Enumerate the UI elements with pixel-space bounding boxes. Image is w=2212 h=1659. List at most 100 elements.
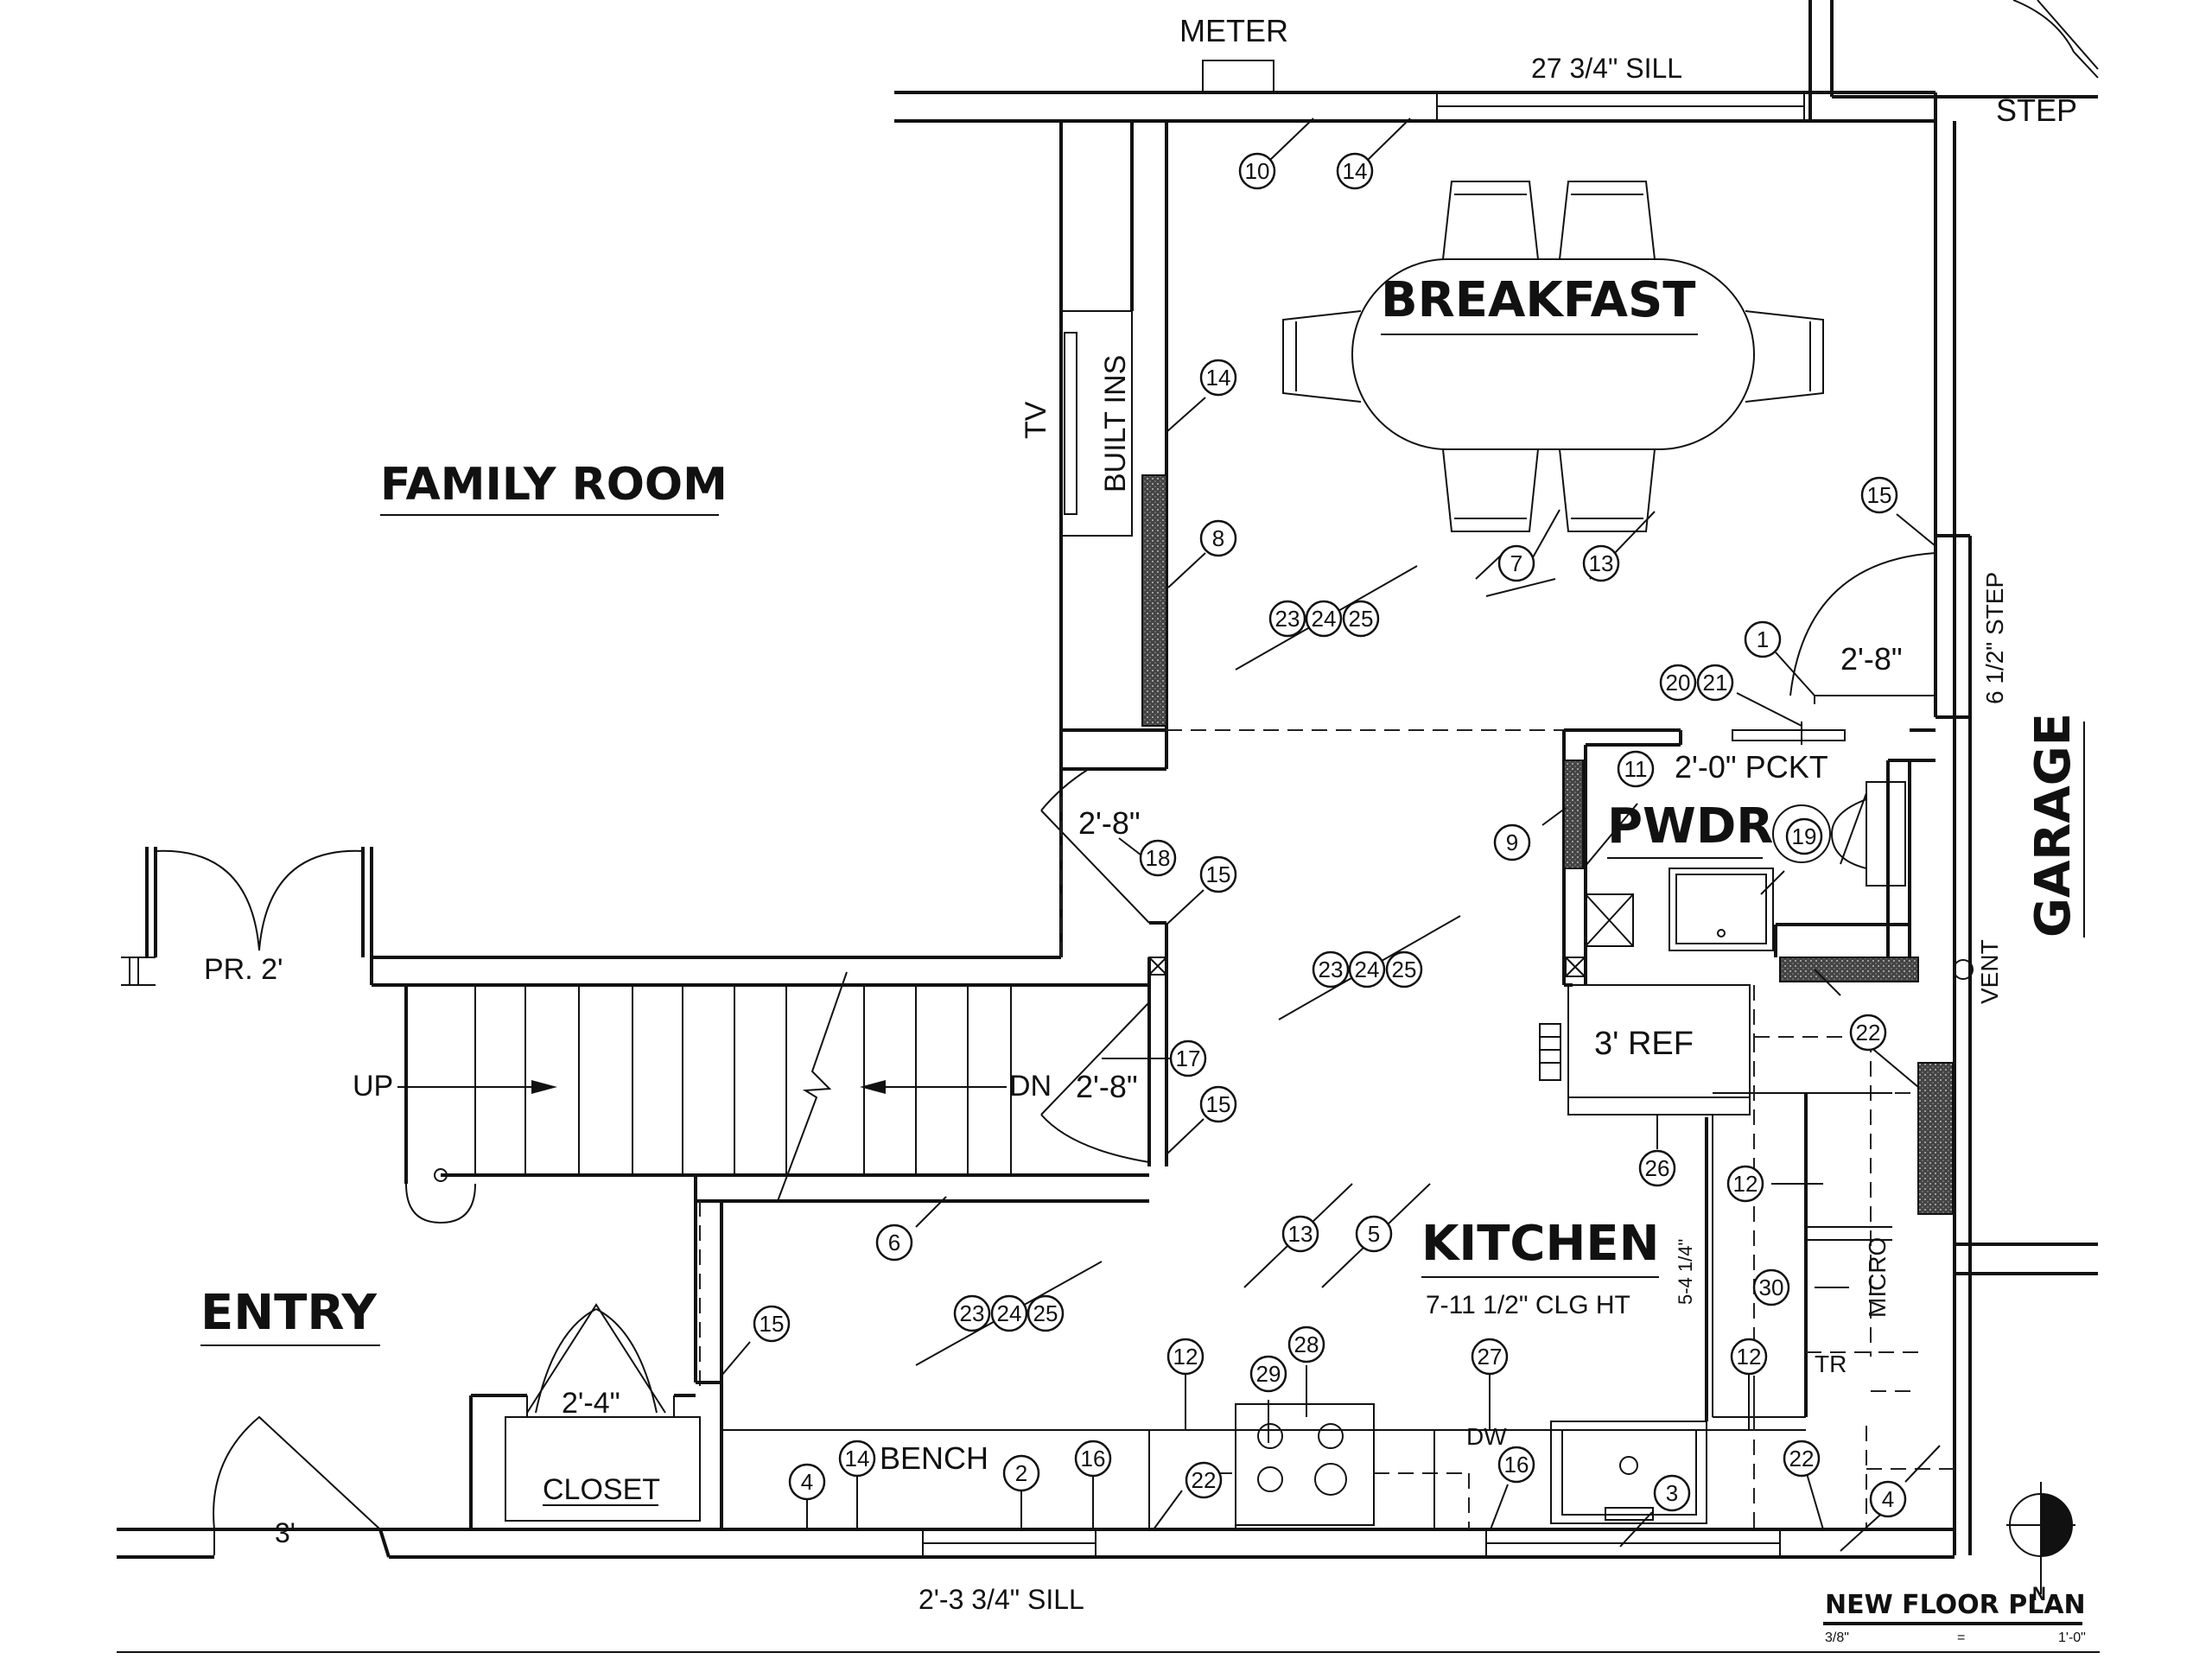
tag: 24 bbox=[1305, 600, 1343, 638]
tag: 7 bbox=[1497, 544, 1535, 582]
dn-label: DN bbox=[1009, 1070, 1052, 1103]
refrigerator bbox=[1567, 984, 1751, 1116]
svg-text:6: 6 bbox=[888, 1230, 900, 1255]
svg-text:25: 25 bbox=[1392, 957, 1417, 982]
tag: 25 bbox=[1342, 600, 1380, 638]
step-side-label: 6 1/2" STEP bbox=[1981, 572, 2008, 704]
vanity-sink bbox=[1669, 868, 1774, 951]
svg-text:1: 1 bbox=[1757, 626, 1769, 652]
svg-text:10: 10 bbox=[1245, 158, 1270, 184]
tag: 23 bbox=[953, 1294, 991, 1332]
svg-text:23: 23 bbox=[960, 1300, 985, 1326]
entry-door-label: 3' bbox=[275, 1517, 296, 1548]
french-door-label: PR. 2' bbox=[204, 953, 283, 986]
tag: 5 bbox=[1355, 1215, 1393, 1253]
kitchen-dim-label: 5-4 1/4" bbox=[1675, 1239, 1696, 1305]
tag: 12 bbox=[1730, 1338, 1768, 1376]
micro-label: MICRO bbox=[1864, 1237, 1891, 1318]
tag: 23 bbox=[1312, 950, 1350, 988]
sink bbox=[1550, 1421, 1707, 1524]
garage-label: GARAGE bbox=[2025, 713, 2082, 938]
toilet-tank bbox=[1866, 781, 1906, 887]
tag: 11 bbox=[1617, 750, 1655, 788]
tag: 14 bbox=[1199, 359, 1237, 397]
svg-text:22: 22 bbox=[1856, 1020, 1881, 1046]
garage-door-label: 2'-8" bbox=[1840, 641, 1903, 677]
svg-text:14: 14 bbox=[845, 1446, 870, 1471]
tag: 29 bbox=[1249, 1355, 1287, 1393]
tag: 4 bbox=[788, 1463, 826, 1501]
svg-text:4: 4 bbox=[1882, 1486, 1894, 1512]
wall-hatch-breakfast bbox=[1141, 474, 1167, 727]
svg-text:16: 16 bbox=[1081, 1446, 1106, 1471]
family-room-label: FAMILY ROOM bbox=[380, 459, 728, 511]
tag: 14 bbox=[838, 1440, 876, 1478]
tag: 1 bbox=[1744, 620, 1782, 658]
tag: 16 bbox=[1074, 1440, 1112, 1478]
stair-door-top-label: 2'-8" bbox=[1078, 805, 1141, 841]
tag: 14 bbox=[1336, 152, 1374, 190]
breakfast-label: BREAKFAST bbox=[1381, 272, 1696, 328]
tag: 25 bbox=[1385, 950, 1423, 988]
svg-text:24: 24 bbox=[1355, 957, 1380, 982]
tag: 15 bbox=[753, 1305, 791, 1343]
svg-text:14: 14 bbox=[1343, 158, 1368, 184]
tag: 15 bbox=[1199, 855, 1237, 893]
tag: 20 bbox=[1659, 664, 1697, 702]
tag: 30 bbox=[1752, 1268, 1790, 1306]
svg-text:23: 23 bbox=[1275, 606, 1300, 632]
svg-text:24: 24 bbox=[1312, 606, 1337, 632]
bottom-sill-label: 2'-3 3/4" SILL bbox=[918, 1584, 1084, 1615]
stair-door-bottom-label: 2'-8" bbox=[1076, 1069, 1138, 1104]
tag: 13 bbox=[1582, 544, 1620, 582]
svg-text:3: 3 bbox=[1666, 1480, 1678, 1506]
svg-text:9: 9 bbox=[1506, 830, 1518, 855]
wall-hatch-pwdr-left bbox=[1563, 760, 1584, 869]
vent-label: VENT bbox=[1976, 939, 2003, 1004]
tag: 17 bbox=[1169, 1039, 1207, 1077]
tag: 24 bbox=[1348, 950, 1386, 988]
vent-icon bbox=[1953, 959, 1974, 980]
svg-text:8: 8 bbox=[1212, 525, 1224, 551]
tag: 22 bbox=[1783, 1440, 1821, 1478]
tag: 4 bbox=[1869, 1480, 1907, 1518]
svg-text:18: 18 bbox=[1146, 845, 1171, 871]
tag: 8 bbox=[1199, 519, 1237, 557]
svg-text:4: 4 bbox=[801, 1469, 813, 1495]
closet-door-label: 2'-4" bbox=[562, 1387, 620, 1420]
svg-text:12: 12 bbox=[1733, 1171, 1758, 1197]
tag: 21 bbox=[1696, 664, 1734, 702]
svg-text:21: 21 bbox=[1703, 670, 1728, 696]
pocket-door-label: 2'-0" PCKT bbox=[1675, 749, 1828, 785]
closet-label: CLOSET bbox=[543, 1473, 660, 1506]
svg-text:25: 25 bbox=[1033, 1300, 1058, 1326]
svg-text:30: 30 bbox=[1759, 1274, 1784, 1300]
tag: 25 bbox=[1027, 1294, 1065, 1332]
tag: 12 bbox=[1726, 1165, 1764, 1203]
wall-hatch-pwdr bbox=[1779, 957, 1919, 982]
svg-text:24: 24 bbox=[997, 1300, 1022, 1326]
tag: 23 bbox=[1268, 600, 1306, 638]
plan-title: NEW FLOOR PLAN bbox=[1825, 1590, 2086, 1620]
scale-left: 3/8" bbox=[1825, 1630, 1849, 1645]
built-ins-label: BUILT INS bbox=[1099, 355, 1132, 493]
tag: 9 bbox=[1493, 823, 1531, 861]
walls bbox=[117, 0, 2100, 1653]
svg-text:25: 25 bbox=[1349, 606, 1374, 632]
svg-text:28: 28 bbox=[1294, 1332, 1319, 1357]
breakfast-table bbox=[1282, 181, 1824, 532]
svg-text:14: 14 bbox=[1206, 365, 1231, 391]
svg-text:5: 5 bbox=[1368, 1221, 1380, 1247]
svg-text:13: 13 bbox=[1288, 1221, 1313, 1247]
tag: 3 bbox=[1653, 1474, 1691, 1512]
range bbox=[1235, 1403, 1375, 1526]
svg-text:22: 22 bbox=[1192, 1467, 1217, 1493]
svg-text:15: 15 bbox=[1867, 482, 1892, 508]
svg-text:22: 22 bbox=[1789, 1446, 1815, 1471]
top-sill-label: 27 3/4" SILL bbox=[1531, 53, 1682, 84]
tag: 18 bbox=[1139, 839, 1177, 877]
svg-text:15: 15 bbox=[1206, 861, 1231, 887]
svg-text:19: 19 bbox=[1792, 823, 1817, 849]
bench-label: BENCH bbox=[880, 1440, 988, 1476]
